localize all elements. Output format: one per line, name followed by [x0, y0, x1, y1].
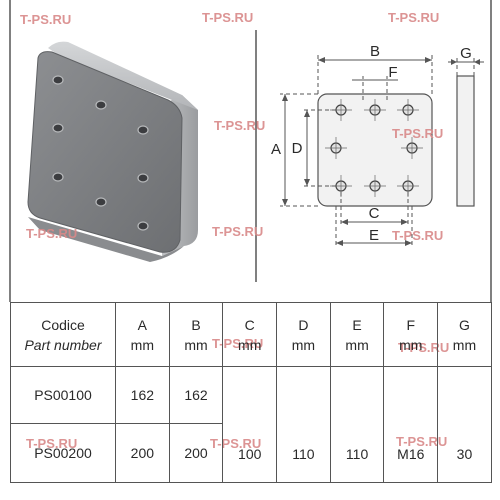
dimension-b-label: B	[370, 43, 380, 60]
cell-c: 100	[222, 366, 278, 483]
cell-f: M16	[383, 366, 439, 483]
drawing-plate-outline	[317, 93, 433, 207]
header-sublabel: Part number	[24, 336, 102, 353]
watermark: T-PS.RU	[392, 228, 443, 243]
table-row: PS00100 162 162 100 110 110 M16 30	[10, 366, 492, 483]
watermark: T-PS.RU	[20, 12, 71, 27]
dimension-f-label: F	[388, 64, 397, 81]
header-label: Codice	[41, 316, 85, 333]
plate-hole-icon	[52, 75, 64, 85]
cell-part-number: PS00100	[10, 366, 116, 424]
watermark: T-PS.RU	[214, 118, 265, 133]
plate-bolt-holes	[52, 75, 149, 231]
drawing-front-view: B F A D C E	[271, 43, 433, 246]
header-unit: mm	[345, 336, 369, 353]
cell-a: 162	[115, 366, 170, 424]
header-unit: mm	[399, 336, 423, 353]
dimension-c-label: C	[369, 205, 380, 222]
watermark: T-PS.RU	[392, 126, 443, 141]
header-label: B	[191, 316, 201, 333]
cell-part-number: PS00200	[10, 423, 116, 483]
watermark: T-PS.RU	[26, 226, 77, 241]
dimension-e-label: E	[369, 227, 379, 244]
cell-g: 30	[437, 366, 492, 483]
watermark: T-PS.RU	[212, 224, 263, 239]
header-label: F	[406, 316, 416, 333]
header-unit: mm	[452, 336, 477, 353]
watermark: T-PS.RU	[388, 10, 439, 25]
plate-hole-icon	[137, 173, 149, 183]
cell-b: 162	[168, 366, 224, 424]
cell-a: 200	[115, 423, 170, 483]
header-label: G	[459, 316, 470, 333]
header-unit: mm	[130, 336, 154, 353]
plate-hole-icon	[137, 221, 149, 231]
plate-hole-icon	[95, 100, 107, 110]
header-unit: mm	[184, 336, 208, 353]
plate-front-face	[27, 51, 183, 253]
drawing-side-view: G	[448, 45, 484, 207]
table-row: PS00200 200 200	[10, 423, 492, 483]
drawing-side-outline	[456, 75, 475, 207]
cell-e: 110	[329, 366, 385, 483]
header-label: E	[352, 316, 362, 333]
header-label: D	[298, 316, 309, 333]
plate-top-face	[48, 41, 198, 110]
watermark: T-PS.RU	[202, 10, 253, 25]
dimension-a-label: A	[271, 141, 281, 158]
header-label: A	[137, 316, 148, 333]
plate-hole-icon	[52, 123, 64, 133]
cell-d: 110	[276, 366, 331, 483]
header-unit: mm	[238, 336, 262, 353]
dimension-g-label: G	[460, 45, 472, 62]
dimension-d-label: D	[292, 140, 303, 157]
cell-b: 200	[168, 423, 224, 483]
header-unit: mm	[291, 336, 316, 353]
plate-3d-render	[27, 41, 198, 262]
plate-hole-icon	[137, 125, 149, 135]
plate-hole-icon	[52, 172, 64, 182]
header-label: C	[244, 316, 255, 333]
plate-hole-icon	[95, 197, 107, 207]
